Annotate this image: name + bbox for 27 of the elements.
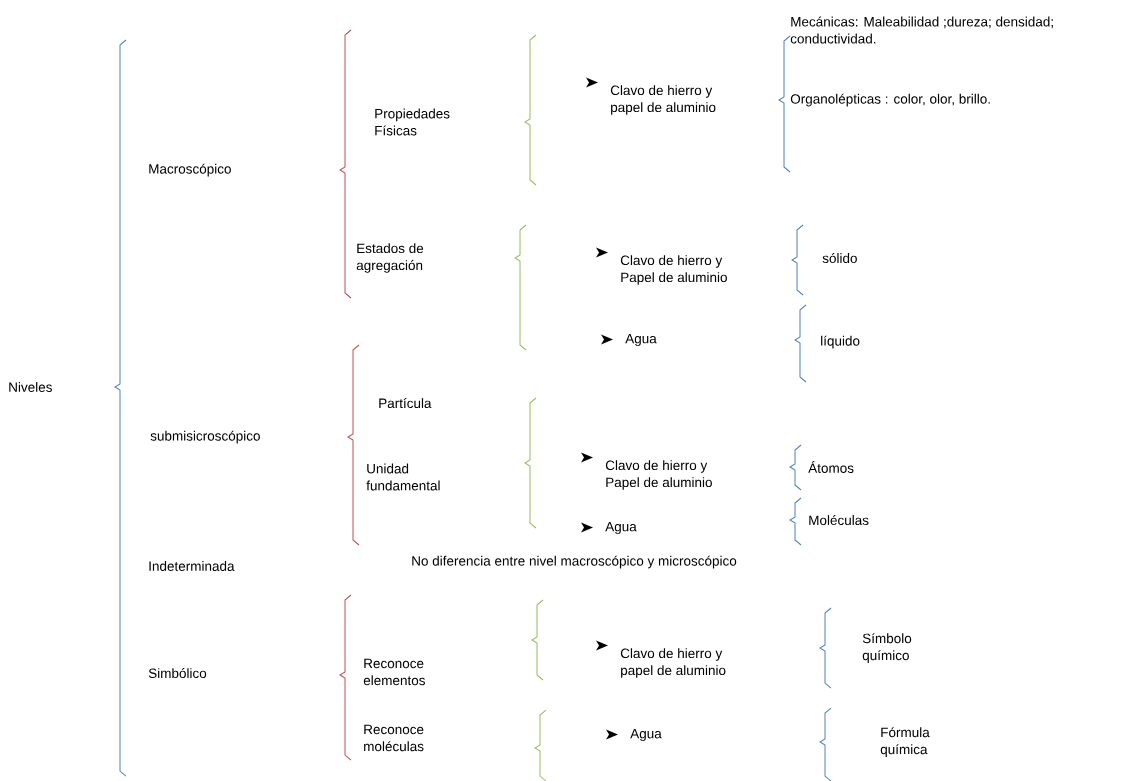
node-text: Unidad fundamental: [366, 463, 440, 491]
node-text: Clavo de hierro y Papel de aluminio: [620, 255, 727, 285]
node-text: Mecánicas: Maleabilidad ;dureza; densidad; conductividad.: [790, 16, 1053, 44]
node-text: Propiedades Físicas: [375, 108, 450, 136]
node-text: líquido: [821, 335, 860, 349]
node-text: sólido: [822, 252, 857, 264]
node-text: Partícula: [379, 397, 432, 409]
node-text: Reconoce elementos: [363, 658, 425, 686]
node-text: Clavo de hierro y papel de aluminio: [610, 85, 716, 115]
node-text: Átomos: [808, 461, 854, 473]
node-text: Clavo de hierro y Papel de aluminio: [605, 460, 712, 490]
node-text: Macroscópico: [149, 163, 231, 177]
node-text: Reconoce moléculas: [364, 724, 424, 752]
node-text: submisicroscópico: [150, 430, 260, 444]
note-text: No diferencia entre nivel macroscópico y microscópico: [412, 555, 737, 569]
node-text: Fórmula química: [880, 727, 930, 757]
node-text: Indeterminada: [149, 561, 235, 571]
node-text: Estados de agregación: [356, 243, 424, 273]
node-text: Agua: [625, 333, 657, 347]
node-text: Moléculas: [809, 514, 869, 526]
node-text: Clavo de hierro y papel de aluminio: [620, 648, 726, 678]
node-text: Símbolo químico: [862, 633, 912, 663]
node-text: Agua: [630, 728, 662, 742]
node-text: Niveles: [9, 382, 52, 392]
node-text: Agua: [605, 521, 637, 535]
node-text: Simbólico: [148, 667, 207, 679]
node-text: Organolépticas : color, olor, brillo.: [790, 93, 990, 107]
